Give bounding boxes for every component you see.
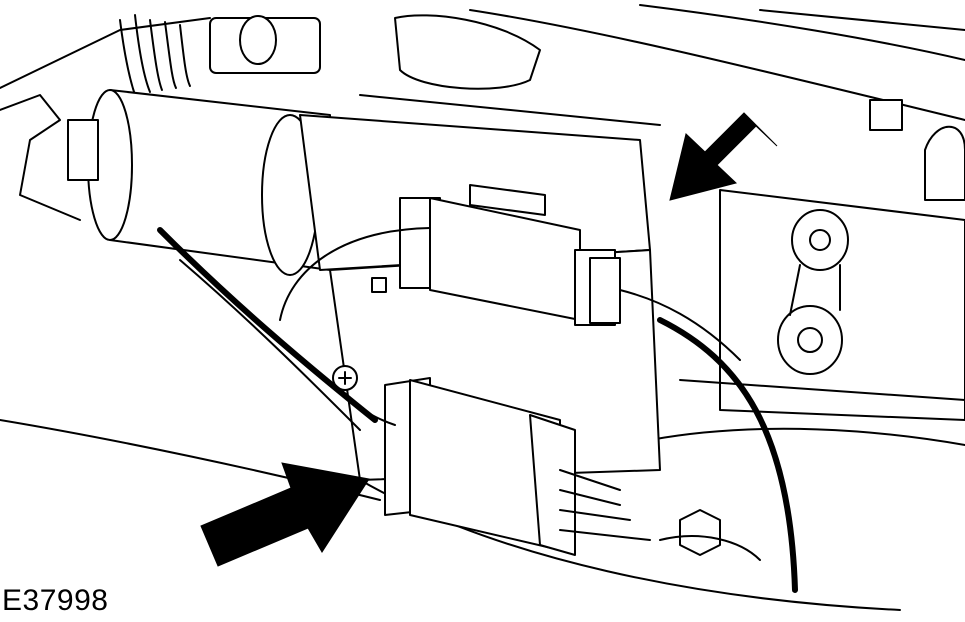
wire-bundle-top [119,14,321,96]
engine-bay-contours [0,4,965,611]
lower-callout-arrow [200,462,370,567]
main-wire-harness [157,227,396,431]
bracket-boss [239,15,277,65]
housing-end-cap [67,119,99,181]
large-electrical-connector [384,377,651,556]
upper-callout-arrow [669,112,778,201]
figure-reference-code: E37998 [2,584,109,617]
small-connector-wires [279,227,798,593]
small-cube [869,99,903,131]
hex-bolt [659,509,761,561]
small-electrical-connector [399,184,621,326]
right-side-component [679,99,965,421]
